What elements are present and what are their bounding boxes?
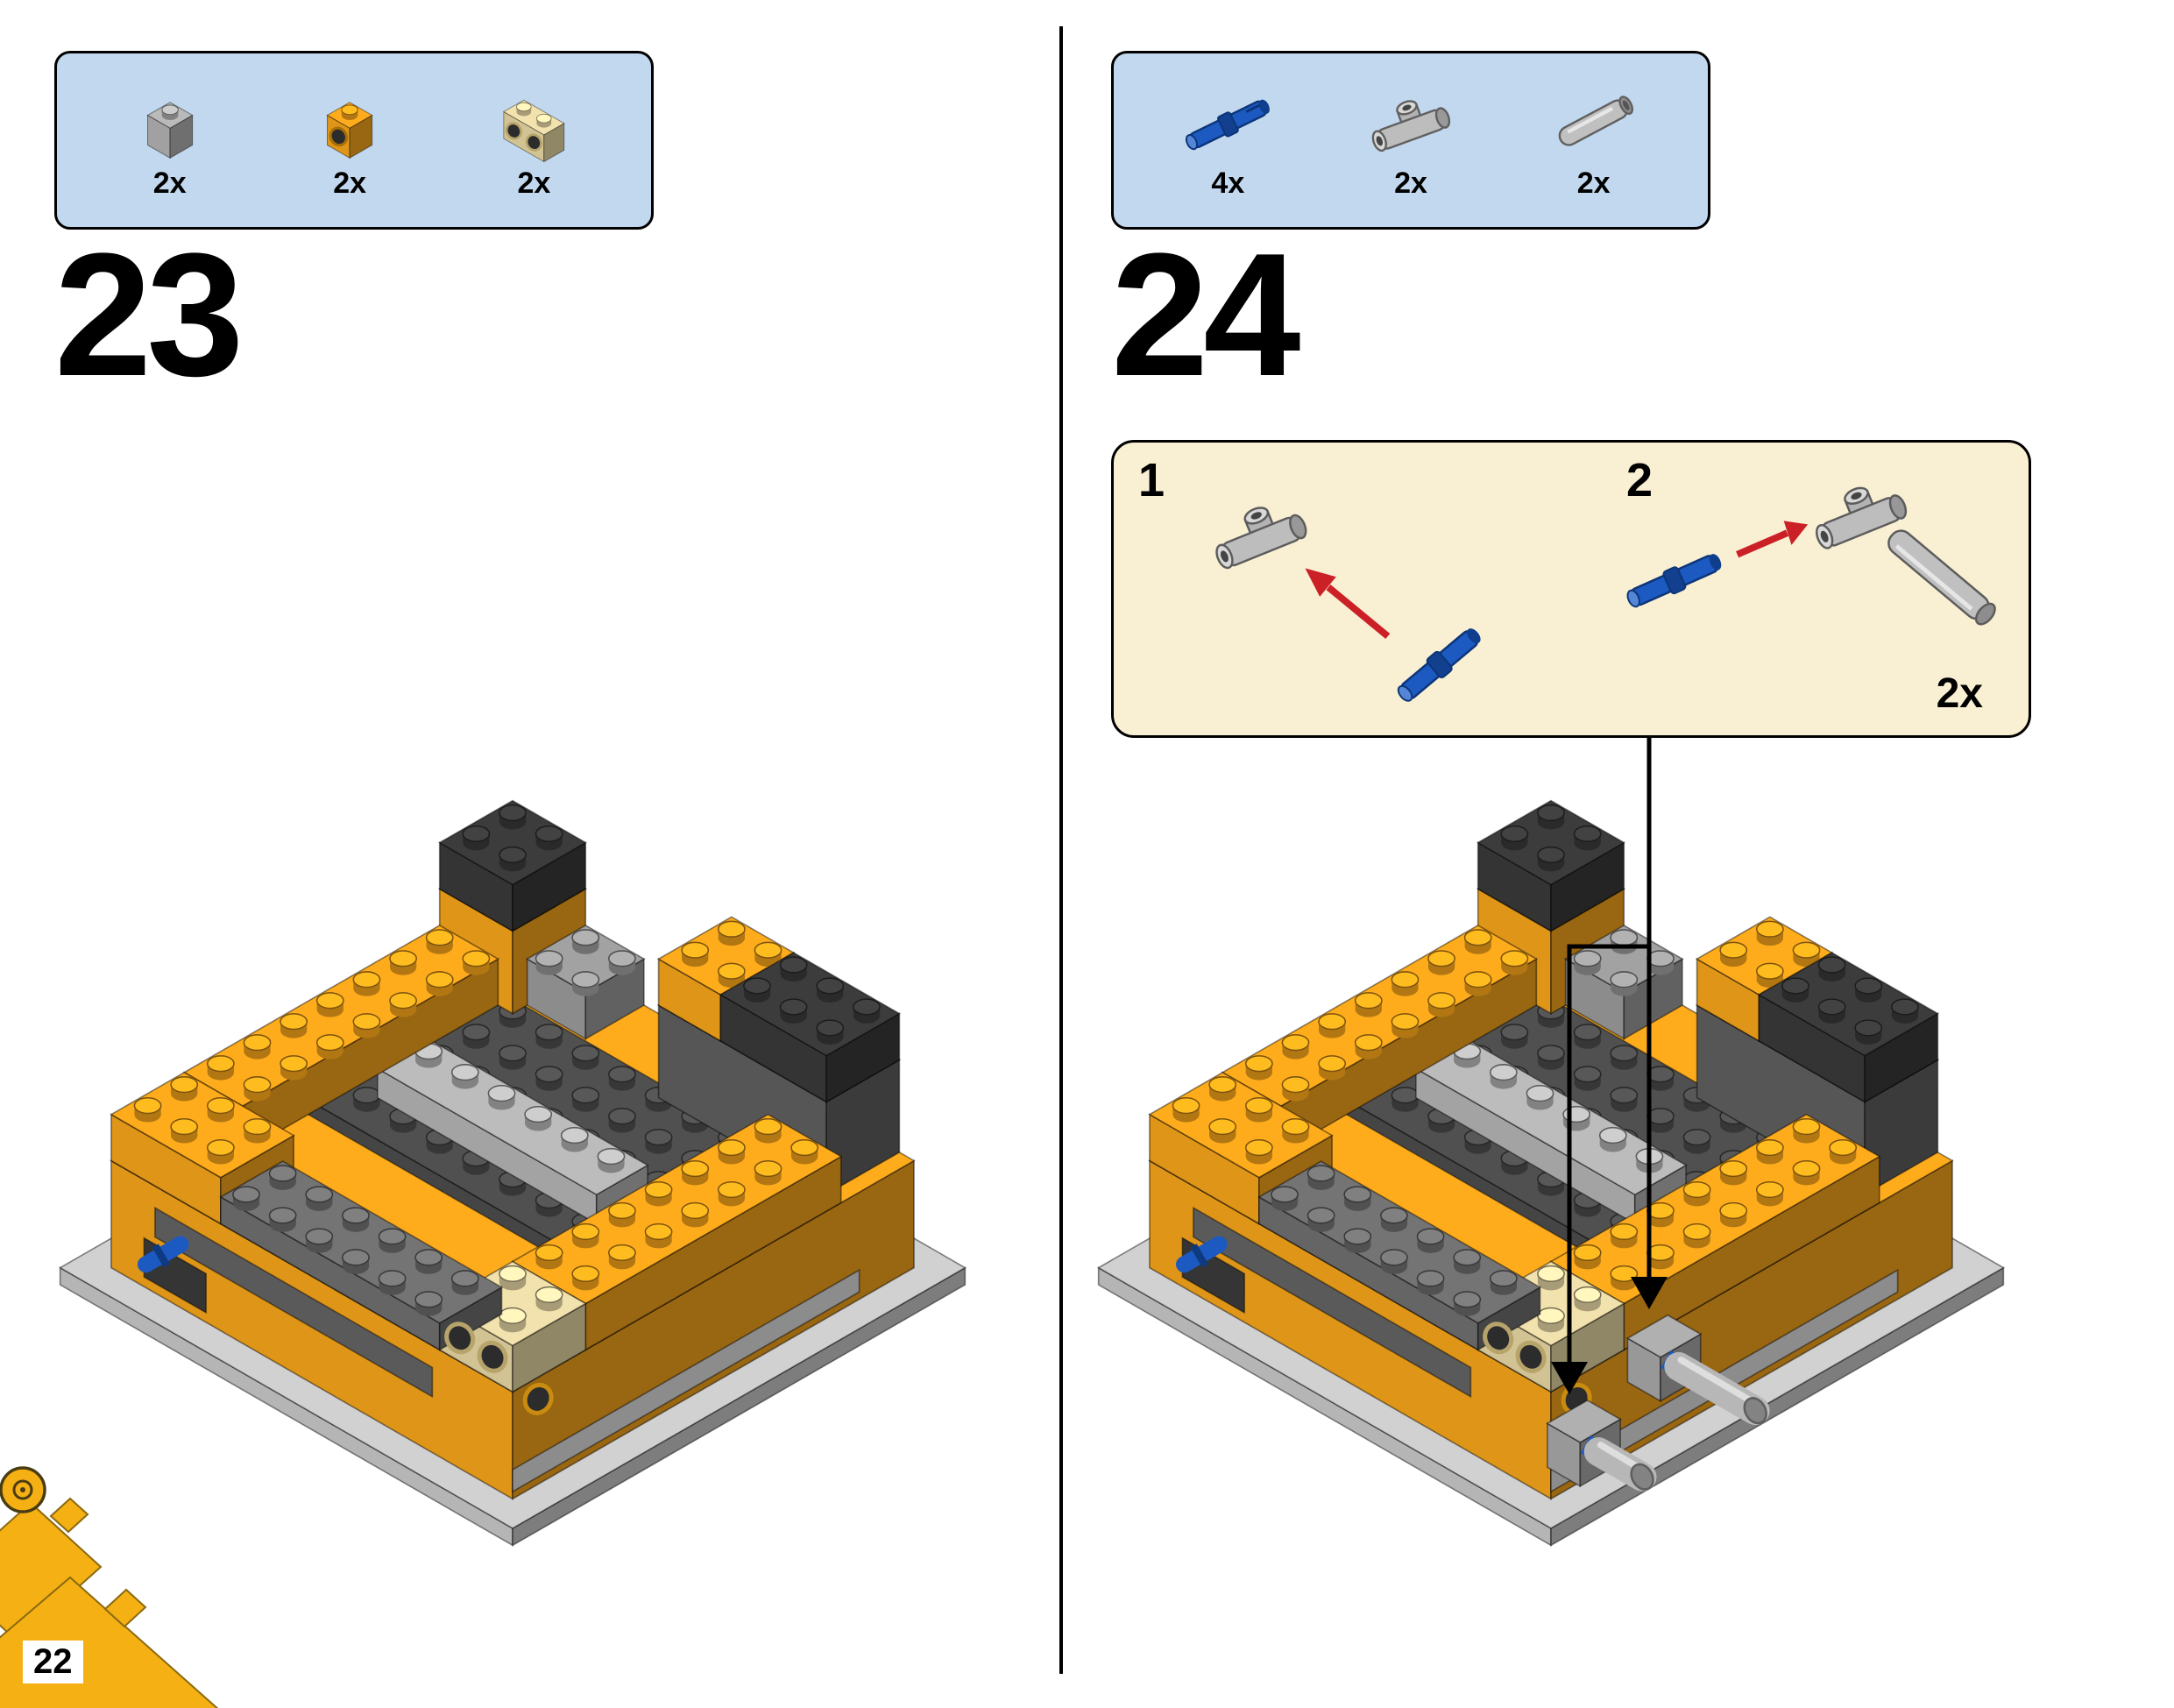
part-item: 2x (499, 81, 568, 201)
part-item: 4x (1173, 81, 1283, 201)
step-23-parts-box: 2x 2x 2x (54, 51, 654, 230)
connector-piece-2 (1816, 486, 1908, 549)
part-item: 2x (1539, 81, 1648, 201)
subassembly-diagram (1215, 486, 1996, 702)
connector-piece-1 (1215, 507, 1307, 570)
step-23-model-illustration (58, 799, 967, 1547)
gray-tube-icon (1558, 95, 1634, 146)
blue-technic-pin-icon (1185, 99, 1270, 150)
pin-tube-subassembly-callout: 1 2 2x (1111, 440, 2031, 738)
blue-pin-2 (1626, 554, 1722, 608)
substep-2-label: 2 (1626, 454, 1654, 507)
part-count: 4x (1211, 166, 1245, 200)
part-item: 2x (140, 81, 200, 201)
step-24-parts-box: 4x 2x (1111, 51, 1710, 230)
orange-1x1-brick-side-hole-icon (326, 101, 373, 159)
subassembly-count: 2x (1936, 670, 1983, 717)
part-item: 2x (1356, 81, 1466, 201)
red-arrow-2 (1736, 529, 1789, 558)
part-count: 2x (1576, 166, 1611, 200)
page-number: 22 (23, 1641, 83, 1683)
step-24-model-illustration (1096, 799, 2006, 1547)
red-arrow-1 (1326, 585, 1391, 640)
gray-tube-2 (1887, 529, 1996, 626)
blue-pin-1 (1397, 628, 1481, 702)
part-count: 2x (1394, 166, 1427, 200)
step-24-number: 24 (1111, 217, 1300, 413)
step-23-number: 23 (54, 217, 244, 413)
part-count: 2x (517, 166, 551, 200)
part-count: 2x (152, 166, 187, 200)
part-item: 2x (320, 81, 379, 201)
column-divider (1059, 26, 1063, 1674)
gray-1x1-brick-icon (146, 101, 194, 159)
page-number-value: 22 (33, 1642, 73, 1681)
tan-1x2-brick-two-holes-icon (503, 99, 566, 162)
substep-1-label: 1 (1138, 454, 1165, 507)
gray-perpendicular-connector-icon (1371, 99, 1450, 152)
part-count: 2x (333, 166, 367, 200)
